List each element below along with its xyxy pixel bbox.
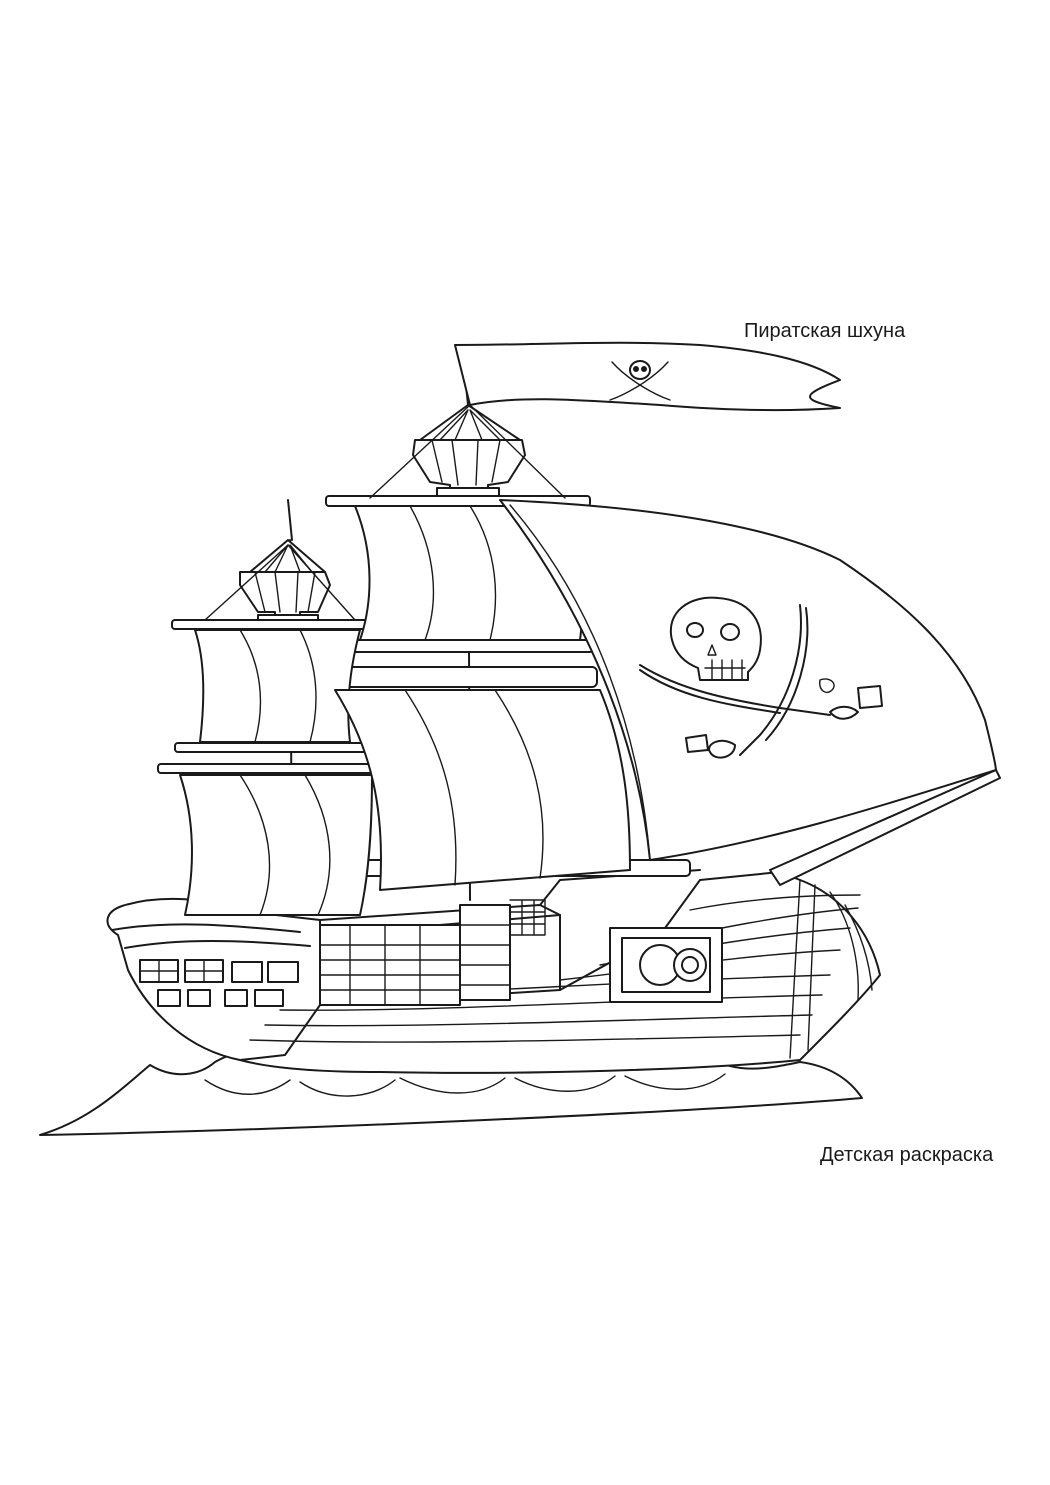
skull-crossbones-icon [639,596,883,759]
rigging [204,404,566,621]
cannon-port [609,927,723,1003]
bowsprit [769,769,1001,886]
stern-windows [139,959,299,1007]
coloring-page-caption: Детская раскраска [820,1144,994,1166]
crows-nest-rear [239,539,331,626]
main-mast-sails [334,505,631,891]
rear-mast-sails [179,629,373,916]
page-title-caption: Пиратская шхуна [744,320,906,342]
flag-skull-icon [609,360,671,401]
crows-nest-main [412,404,526,499]
pirate-flag [454,341,841,412]
